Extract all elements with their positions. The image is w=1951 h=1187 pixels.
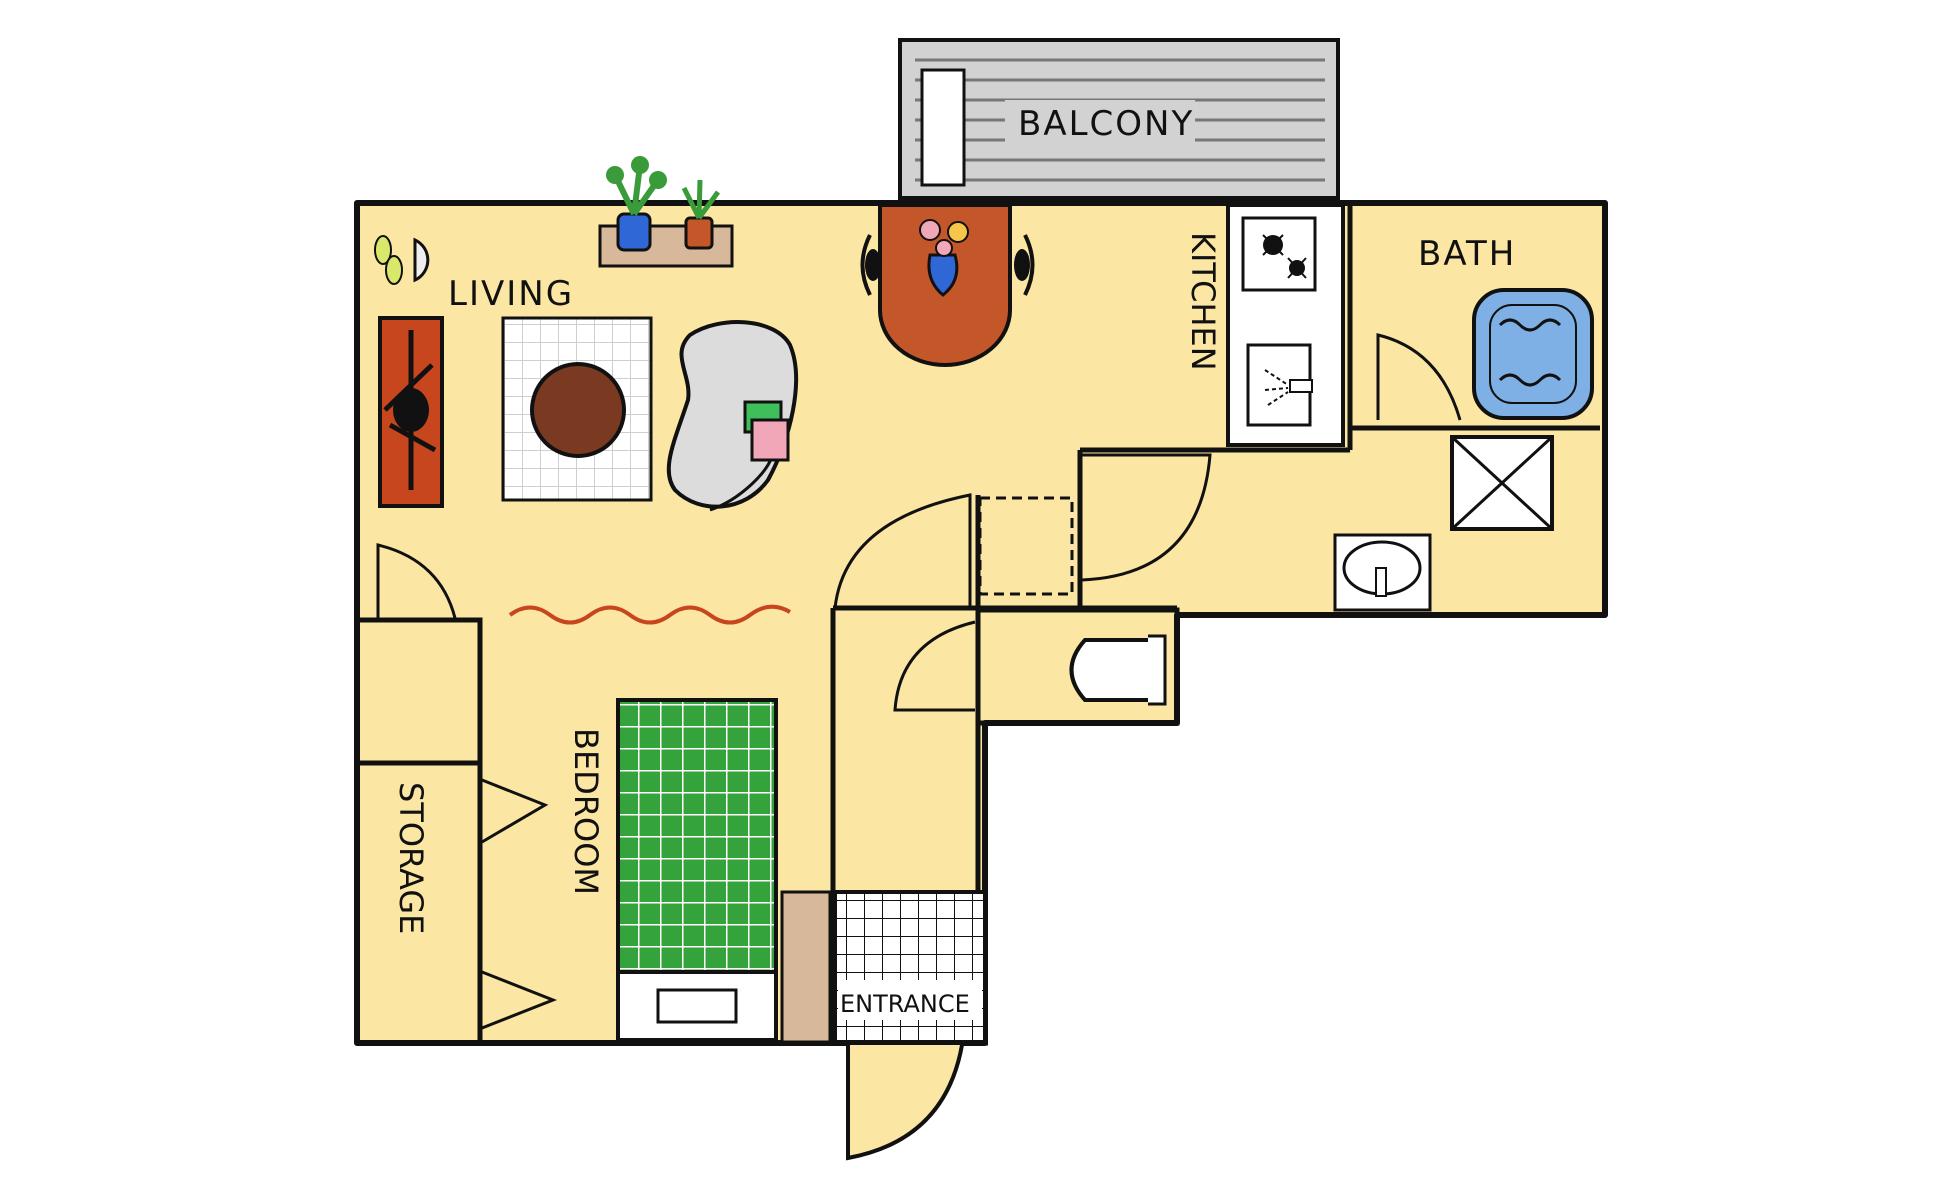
kitchen-sink-icon: [1246, 343, 1313, 427]
entrance: ENTRANCE: [833, 890, 987, 1161]
door-swing-icon: [481, 970, 558, 1030]
potted-plant-icon: [606, 156, 667, 252]
sofa-chair-icon: [666, 320, 798, 512]
wall-lamp-icon: [374, 235, 430, 285]
door-swing-icon: [893, 620, 976, 712]
potted-plant-icon: [681, 179, 721, 250]
bedroom-label: BEDROOM: [567, 728, 605, 895]
door-swing-icon: [481, 778, 549, 844]
balcony: BALCONY: [898, 38, 1340, 200]
door-swing-icon: [833, 493, 972, 609]
door-swing-icon: [1376, 333, 1462, 421]
door-swing-icon: [1081, 453, 1212, 582]
balcony-label: BALCONY: [1018, 104, 1194, 144]
storage-label: STORAGE: [392, 782, 430, 934]
bathtub-icon: [1472, 288, 1594, 420]
living-label: LIVING: [448, 274, 574, 314]
kitchen: KITCHEN: [1184, 203, 1345, 447]
door-swing-icon: [376, 543, 457, 619]
bath-label: BATH: [1418, 234, 1516, 274]
kitchen-label: KITCHEN: [1184, 232, 1222, 371]
stove-icon: [1241, 216, 1317, 292]
closet: [780, 890, 832, 1044]
interior-walls: [357, 203, 1600, 1046]
bedroom: BEDROOM: [567, 698, 832, 1044]
hall-doors: [833, 453, 1212, 712]
pillow-icon: [743, 400, 790, 462]
wash-basin-icon: [1333, 533, 1432, 612]
shower-drain-icon: [1450, 435, 1554, 531]
bed-icon: [616, 698, 778, 1042]
bath: BATH: [1333, 234, 1594, 612]
dining-area: [860, 203, 1035, 367]
toilet-room: [1069, 634, 1167, 706]
storage: STORAGE: [392, 778, 558, 1030]
wave-rug: [508, 604, 792, 625]
door-swing-icon: [846, 1044, 964, 1161]
coffee-table-icon: [501, 316, 653, 502]
flower-vase-icon: [919, 219, 969, 297]
living-room: LIVING: [374, 156, 798, 625]
floor-rug-icon: [378, 316, 444, 508]
toilet-icon: [1069, 634, 1167, 706]
entrance-label: ENTRANCE: [840, 990, 970, 1018]
plant-shelf: [598, 156, 734, 268]
